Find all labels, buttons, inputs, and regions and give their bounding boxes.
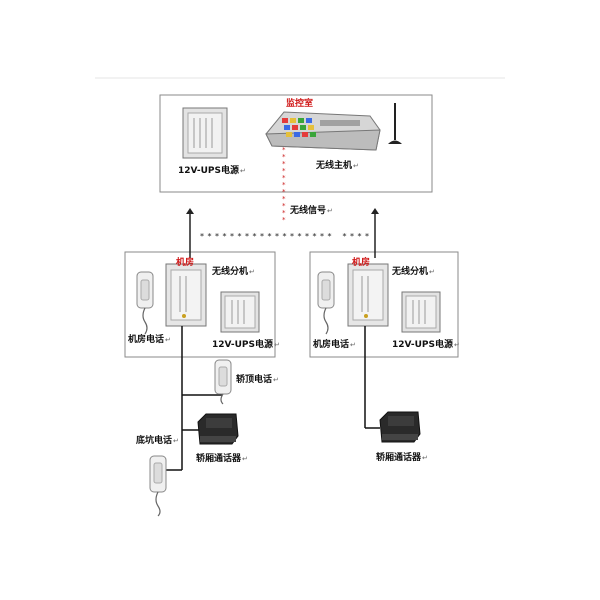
signal-dot: * bbox=[282, 181, 286, 189]
signal-star: * bbox=[253, 232, 257, 241]
signal-dot: * bbox=[282, 160, 286, 168]
right-machine-room-frame bbox=[309, 251, 459, 358]
left-pit-phone bbox=[149, 455, 167, 517]
signal-dot: * bbox=[282, 216, 286, 224]
left-car-intercom-label: 轿厢通话器↵ bbox=[196, 454, 248, 464]
signal-star: * bbox=[298, 232, 302, 241]
signal-star: * bbox=[223, 232, 227, 241]
signal-star: * bbox=[358, 232, 362, 241]
signal-dot: * bbox=[282, 195, 286, 203]
left-machine-room-phone bbox=[136, 271, 154, 335]
right-machine-room-phone bbox=[317, 271, 335, 335]
signal-star: * bbox=[328, 232, 332, 241]
left-branch-label: 无线分机↵ bbox=[212, 267, 255, 277]
monitor-ups-label: 12V-UPS电源↵ bbox=[178, 166, 246, 176]
signal-star: * bbox=[200, 232, 204, 241]
left-room-title: 机房 bbox=[176, 258, 195, 268]
signal-star: * bbox=[290, 232, 294, 241]
signal-dot: * bbox=[282, 167, 286, 175]
signal-star: * bbox=[268, 232, 272, 241]
signal-dot: * bbox=[282, 209, 286, 217]
left-ups-cabinet bbox=[220, 291, 260, 333]
monitor-room-frame bbox=[159, 94, 433, 193]
signal-star: * bbox=[245, 232, 249, 241]
signal-star: * bbox=[275, 232, 279, 241]
signal-vertical-path: *********** bbox=[282, 146, 286, 224]
right-wiring bbox=[364, 326, 380, 429]
wireless-host-device bbox=[265, 111, 381, 151]
signal-star: * bbox=[343, 232, 347, 241]
left-pit-phone-label: 底坑电话↵ bbox=[136, 436, 179, 446]
signal-star: * bbox=[260, 232, 264, 241]
signal-dot: * bbox=[282, 202, 286, 210]
signal-dot: * bbox=[282, 174, 286, 182]
signal-star: * bbox=[208, 232, 212, 241]
signal-star: * bbox=[313, 232, 317, 241]
right-room-title: 机房 bbox=[352, 258, 371, 268]
left-branch-cabinet bbox=[165, 263, 207, 327]
right-ups-label: 12V-UPS电源↵ bbox=[392, 340, 460, 350]
signal-dot: * bbox=[282, 146, 286, 154]
right-car-intercom bbox=[379, 411, 421, 443]
left-machine-room-frame bbox=[124, 251, 276, 358]
signal-star: * bbox=[215, 232, 219, 241]
left-wiring bbox=[166, 326, 222, 471]
right-branch-label: 无线分机↵ bbox=[392, 267, 435, 277]
left-car-top-phone bbox=[214, 359, 232, 405]
left-car-intercom bbox=[197, 413, 239, 445]
monitor-ups-cabinet bbox=[182, 107, 228, 159]
left-car-top-phone-label: 轿顶电话↵ bbox=[236, 375, 279, 385]
signal-star: * bbox=[305, 232, 309, 241]
signal-dot: * bbox=[282, 188, 286, 196]
left-phone-label: 机房电话↵ bbox=[128, 335, 171, 345]
right-phone-label: 机房电话↵ bbox=[313, 340, 356, 350]
wireless-signal-label: 无线信号↵ bbox=[290, 206, 333, 216]
signal-star: * bbox=[320, 232, 324, 241]
right-ups-cabinet bbox=[401, 291, 441, 333]
signal-star: * bbox=[283, 232, 287, 241]
left-branch-antenna bbox=[186, 208, 194, 258]
right-car-intercom-label: 轿厢通话器↵ bbox=[376, 453, 428, 463]
monitor-antenna bbox=[388, 103, 402, 144]
signal-star: * bbox=[350, 232, 354, 241]
monitor-room-title: 监控室 bbox=[286, 99, 314, 109]
signal-star: * bbox=[365, 232, 369, 241]
right-branch-antenna bbox=[371, 208, 379, 258]
signal-star: * bbox=[238, 232, 242, 241]
right-branch-cabinet bbox=[347, 263, 389, 327]
left-ups-label: 12V-UPS电源↵ bbox=[212, 340, 280, 350]
wireless-host-label: 无线主机↵ bbox=[316, 161, 359, 171]
signal-horizontal-path: ********************** bbox=[200, 232, 369, 241]
signal-dot: * bbox=[282, 153, 286, 161]
signal-star: * bbox=[230, 232, 234, 241]
